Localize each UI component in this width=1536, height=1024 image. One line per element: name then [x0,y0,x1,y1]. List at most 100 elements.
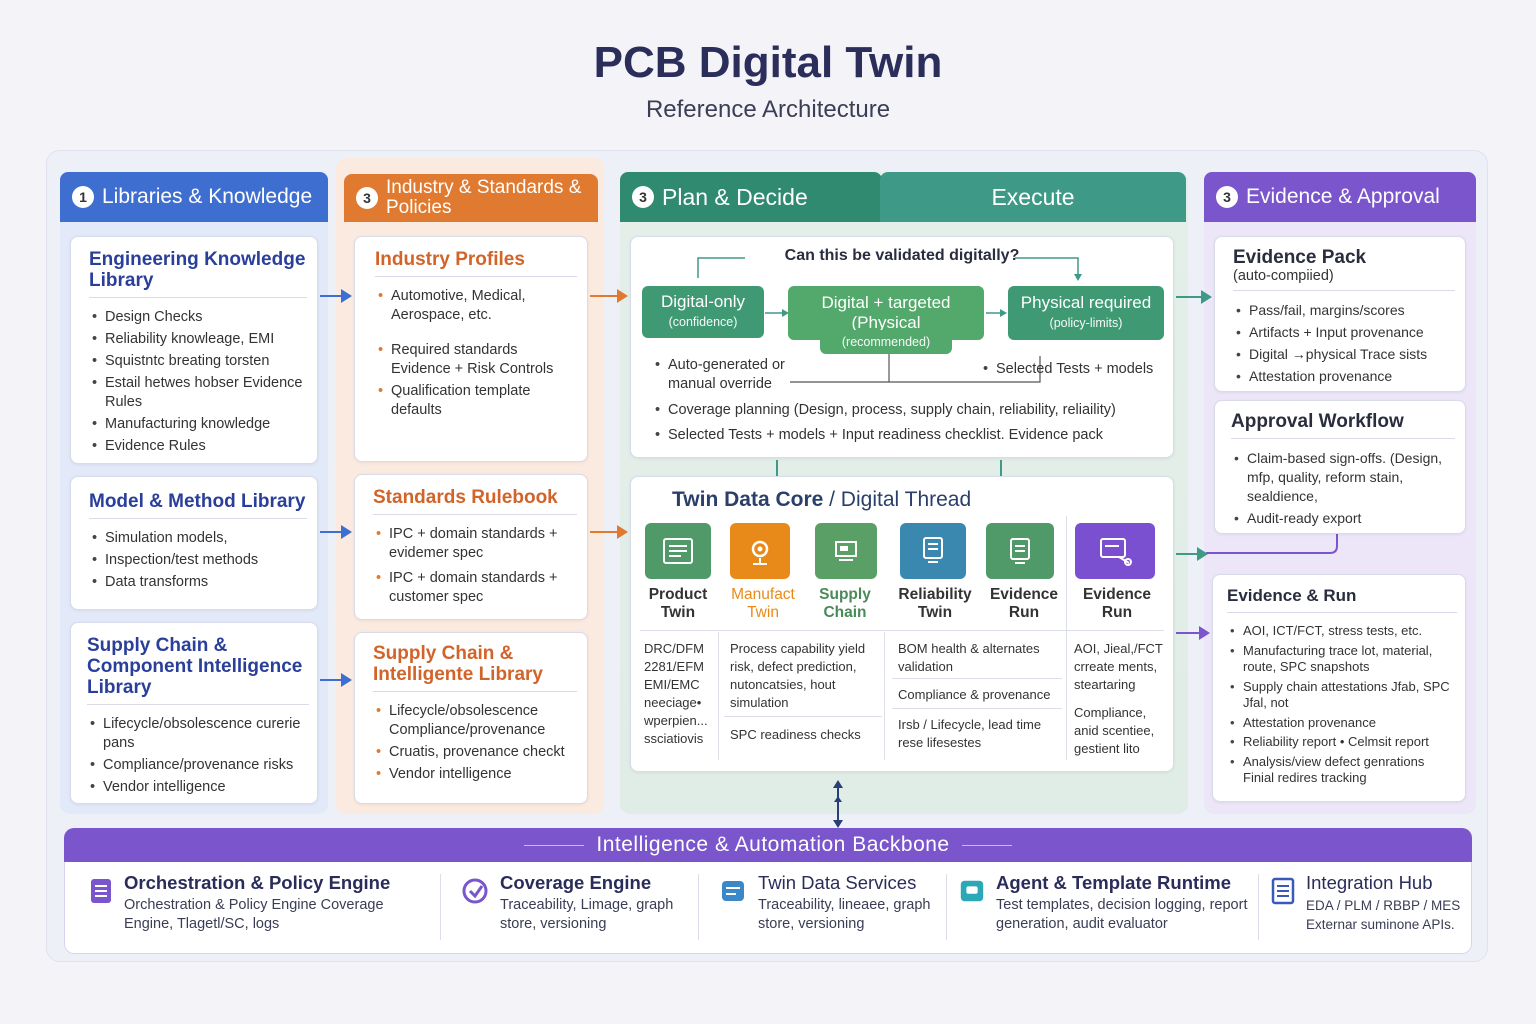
list-item: Attestation provenance [1233,367,1455,386]
agent-icon [960,880,984,902]
divider [892,708,1062,709]
standards-rulebook-card: Standards Rulebook IPC + domain standard… [354,474,588,620]
backbone-item-orchestration: Orchestration & Policy Engine Orchestrat… [88,872,428,944]
manufact-twin-text: Process capability yield risk, defect pr… [730,641,866,710]
evidence-run-text-2: Compliance, anid scentiee, gestient lito [1074,705,1155,756]
card-title: Evidence Pack [1233,247,1367,268]
card-title: Engineering Knowledge Library [89,249,306,291]
divider [640,630,1164,631]
product-twin-text: DRC/DFM 2281/EFM EMI/EMC neeciage• wperp… [644,641,708,746]
backbone-header: Intelligence & Automation Backbone [64,828,1472,862]
list-item: Manufacturing knowledge [89,415,307,434]
divider [698,874,699,940]
twin-core-heading: Twin Data Core / Digital Thread [672,488,971,512]
flow-label: Physical required [1020,293,1152,312]
divider [1066,516,1067,760]
evidence-run-card: Evidence & Run AOI, ICT/FCT, stress test… [1212,574,1466,802]
card-title: Standards Rulebook [373,487,558,508]
divider [946,874,947,940]
list-item: Coverage planning (Design, process, supp… [652,401,1168,420]
flow-label: Digital-only [660,292,746,311]
industry-profiles-card: Industry Profiles Automotive, Medical, A… [354,236,588,462]
list-item: Qualification template defaults [375,382,577,420]
arrow-right-icon [590,289,628,303]
list-item: Required standards Evidence + Risk Contr… [375,341,577,379]
card-title: Industry Profiles [375,249,525,270]
industry-header-label: Industry & Standards & Policies [386,177,582,218]
divider [884,632,885,760]
list-item: Squistntc breating torsten [89,352,307,371]
libraries-header-label: Libraries & Knowledge [102,185,313,208]
arrow-right-icon [320,673,352,687]
evidence-header-label: Evidence & Approval [1246,185,1440,208]
supply-chain-intelligence-card: Supply Chain & Intelligente Library Life… [354,632,588,804]
document-icon [645,523,711,579]
spc-readiness-text: SPC readiness checks [730,727,861,742]
evidence-pack-card: Evidence Pack (auto-compiied) Pass/fail,… [1214,236,1466,392]
list-item: IPC + domain standards + customer spec [373,569,577,607]
execute-header: Execute [880,172,1186,222]
physical-required-box: Physical required (policy-limits) [1008,286,1164,340]
list-item: Estail hetwes hobser Evidence Rules [89,374,307,412]
list-item: Inspection/test methods [89,551,307,570]
card-title: Supply Chain & Component Intelligence Li… [87,635,303,698]
list-item: Automotive, Medical, Aerospace, etc. [375,287,577,325]
plan-header: 3 Plan & Decide [620,172,882,222]
backbone-item-text: Traceability, lineaee, graph store, vers… [758,897,931,932]
list-item: Compliance/provenance risks [87,756,309,775]
twin-name: Supply Chain [819,586,871,621]
supply-chain-library-card: Supply Chain & Component Intelligence Li… [70,622,318,804]
database-icon [722,881,744,901]
connector-line [776,460,778,476]
list-item: Reliability knowleage, EMI [89,330,307,349]
digital-only-box: Digital-only (confidence) [642,286,764,338]
divider [1258,874,1259,940]
backbone-item-title: Orchestration & Policy Engine [124,872,391,893]
selected-tests-note: Selected Tests + models [980,360,1170,382]
backbone-item-title: Integration Hub [1306,872,1433,893]
backbone-item-text: Test templates, decision logging, report… [996,897,1248,932]
list-item: Auto-generated or manual override [652,356,832,394]
override-note: Auto-generated or manual override [652,356,832,397]
list-item: Simulation models, [89,529,307,548]
backbone-item-twin-data: Twin Data Services Traceability, lineaee… [718,872,944,944]
page-title: PCB Digital Twin [593,38,943,87]
twin-core-subtitle: / Digital Thread [829,488,972,511]
refresh-icon [462,878,488,904]
backbone-title: Intelligence & Automation Backbone [596,833,950,856]
card-title: Supply Chain & Intelligente Library [373,643,543,685]
divider [724,716,882,717]
model-method-card: Model & Method Library Simulation models… [70,476,318,610]
backbone-item-integration: Integration Hub EDA / PLM / RBBP / MES E… [1270,872,1466,944]
evidence-run-text-1: AOI, Jieal,/FCT crreate ments, steartari… [1074,641,1163,692]
list-item: Claim-based sign-offs. (Design, mfp, qua… [1231,449,1455,506]
backbone-body [64,862,1472,954]
list-item: Pass/fail, margins/scores [1233,301,1455,320]
arrow-right-icon [590,525,628,539]
decision-question: Can this be validated digitally? [784,247,1020,264]
list-item: Artifacts + Input provenance [1233,323,1455,342]
divider [440,874,441,940]
page-subtitle: Reference Architecture [645,96,891,123]
list-item: Vendor intelligence [87,778,309,797]
list-item: Audit-ready export [1231,509,1455,528]
list-item: AOI, ICT/FCT, stress tests, etc. [1227,623,1457,640]
list-item: Manufacturing trace lot, material, route… [1227,643,1457,676]
step-number: 3 [356,187,378,209]
list-item: Vendor intelligence [373,765,577,784]
list-item: Selected Tests + models [980,360,1170,379]
backbone-item-title: Agent & Template Runtime [996,872,1232,893]
divider [718,632,719,760]
backbone-item-coverage: Coverage Engine Traceability, Limage, gr… [460,872,700,944]
gear-icon [730,523,790,579]
reliability-text-2: Compliance & provenance [898,687,1051,702]
stack-icon [91,879,111,903]
reliability-text-1: BOM health & alternates validation [898,641,1040,674]
flow-note: (confidence) [668,315,738,329]
divider [892,678,1062,679]
backbone-item-title: Twin Data Services [758,872,917,893]
server-icon [900,523,966,579]
backbone-item-text: EDA / PLM / RBBP / MES Externar suminone… [1306,898,1461,932]
execute-header-label: Execute [991,183,1075,210]
list-item: Analysis/view defect genrations Finial r… [1227,754,1457,787]
